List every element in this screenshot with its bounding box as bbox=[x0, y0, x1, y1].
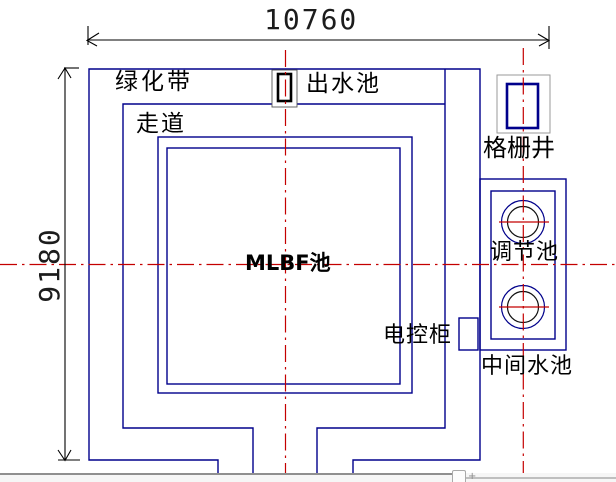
plus-icon: + bbox=[468, 471, 477, 482]
label-grille-well: 格栅井 bbox=[483, 134, 555, 162]
label-electric-cabinet: 电控柜 bbox=[383, 323, 453, 348]
label-regulating-pool: 调节池 bbox=[490, 240, 560, 265]
dim-arrow-left-top bbox=[57, 66, 72, 80]
grille-well-symbol bbox=[505, 82, 540, 130]
label-intermediate-pool: 中间水池 bbox=[481, 354, 574, 379]
mlbf-pool-inner-wall bbox=[166, 147, 401, 385]
walkway-boundary-wall bbox=[122, 69, 446, 473]
dimension-height-value: 9180 bbox=[33, 227, 66, 303]
electric-cabinet-box bbox=[458, 317, 479, 351]
label-outlet-pool: 出水池 bbox=[306, 71, 381, 97]
scrollbar-tab[interactable] bbox=[452, 470, 466, 482]
window-bottom-edge: + bbox=[0, 470, 616, 482]
bottom-border-line-right bbox=[466, 477, 616, 479]
dim-arrow-top-right bbox=[537, 33, 551, 47]
outlet-pool-symbol bbox=[276, 72, 293, 103]
label-walkway: 走道 bbox=[136, 111, 186, 137]
grille-well-outer-box bbox=[496, 74, 551, 134]
bottom-border-line-left bbox=[0, 473, 454, 475]
dim-arrow-left-bottom bbox=[57, 449, 72, 462]
outer-boundary-wall bbox=[88, 68, 481, 473]
label-mlbf-pool: MLBF池 bbox=[245, 251, 331, 275]
dimension-width-value: 10760 bbox=[264, 3, 359, 36]
label-green-belt: 绿化带 bbox=[115, 69, 193, 95]
dim-arrow-top-left bbox=[85, 32, 100, 47]
